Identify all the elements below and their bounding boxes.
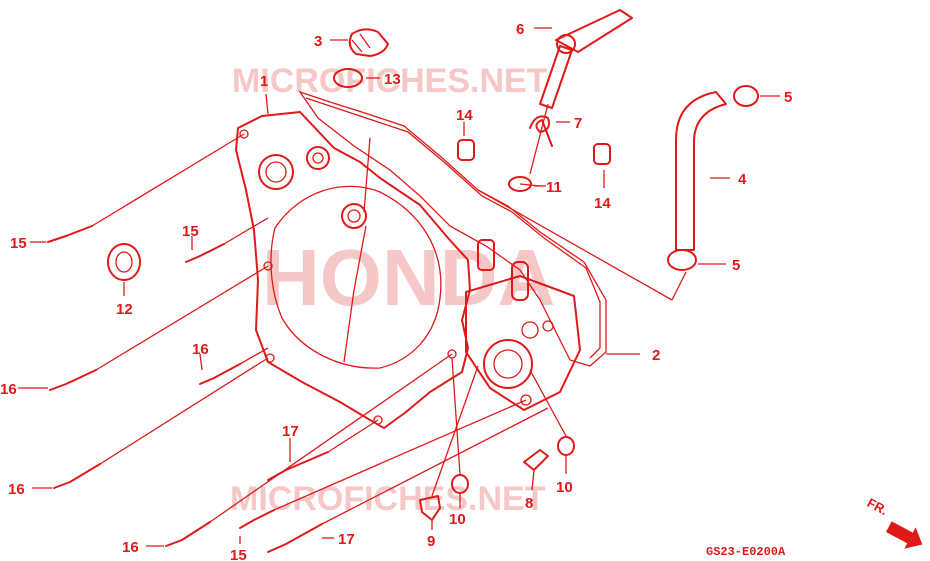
return-spring bbox=[529, 115, 553, 147]
callout-16-bottom: 16 bbox=[122, 539, 139, 556]
callout-4: 4 bbox=[738, 171, 747, 188]
oil-seal-small bbox=[508, 176, 532, 192]
callout-8: 8 bbox=[525, 495, 533, 512]
callout-17-upper: 17 bbox=[282, 423, 299, 440]
callout-15-bottom: 15 bbox=[230, 547, 247, 561]
callout-2: 2 bbox=[652, 347, 660, 364]
flange-bolt bbox=[419, 495, 441, 521]
hose-clamp-lower bbox=[667, 249, 697, 271]
callout-leaders bbox=[18, 27, 780, 547]
drain-bolt bbox=[523, 449, 549, 471]
front-indicator: FR. bbox=[865, 495, 923, 549]
callout-5-upper: 5 bbox=[784, 89, 792, 106]
oil-seal-large bbox=[107, 243, 141, 281]
watermark-center: HONDA bbox=[262, 233, 555, 322]
watermark-top: MICROFICHES.NET bbox=[232, 62, 548, 100]
callout-16-left: 16 bbox=[0, 381, 17, 398]
water-hose bbox=[675, 91, 727, 251]
dowel-pin bbox=[477, 239, 495, 271]
sealing-washer-upper bbox=[557, 436, 575, 456]
callout-1: 1 bbox=[260, 73, 268, 90]
callout-11: 11 bbox=[546, 179, 562, 196]
hose-clamp-upper bbox=[733, 85, 759, 107]
o-ring bbox=[333, 68, 363, 88]
callout-13: 13 bbox=[384, 71, 401, 88]
callout-15-middle: 15 bbox=[182, 223, 199, 240]
watermark-bottom: MICROFICHES.NET bbox=[230, 480, 546, 518]
alignment-lines bbox=[91, 93, 687, 525]
callout-14-right: 14 bbox=[594, 195, 611, 212]
callout-10-upper: 10 bbox=[556, 479, 573, 496]
collar-right bbox=[593, 143, 611, 165]
oil-seal-large-inner bbox=[115, 251, 133, 273]
collar-left bbox=[457, 139, 475, 161]
callout-6: 6 bbox=[516, 21, 524, 38]
callout-14-left: 14 bbox=[456, 107, 473, 124]
callout-10-lower: 10 bbox=[449, 511, 466, 528]
callout-17-lower: 17 bbox=[338, 531, 355, 548]
callout-5-lower: 5 bbox=[732, 257, 740, 274]
front-label: FR. bbox=[865, 495, 891, 518]
sealing-washer-lower bbox=[451, 474, 469, 494]
oil-filler-cap bbox=[348, 28, 389, 57]
callout-16-upper: 16 bbox=[192, 341, 209, 358]
front-arrow-icon bbox=[886, 521, 923, 549]
diagram-code: GS23-E0200A bbox=[706, 545, 786, 559]
callout-9: 9 bbox=[427, 533, 435, 550]
cover-gasket-inner bbox=[305, 97, 601, 359]
callout-7: 7 bbox=[574, 115, 582, 132]
right-crankcase-cover bbox=[235, 111, 471, 429]
cover-gasket bbox=[298, 90, 607, 367]
water-pump-housing bbox=[465, 261, 581, 411]
callout-16-lower-left: 16 bbox=[8, 481, 25, 498]
callout-12: 12 bbox=[116, 301, 133, 318]
callout-15-left: 15 bbox=[10, 235, 27, 252]
pump-shaft-arm bbox=[539, 9, 633, 109]
callout-3: 3 bbox=[314, 33, 322, 50]
